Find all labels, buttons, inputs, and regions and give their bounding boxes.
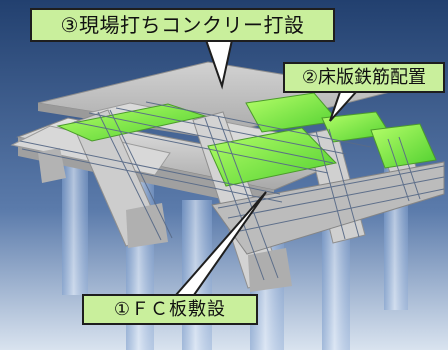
rebar-lines bbox=[19, 101, 445, 281]
label-fc-board-laying: ①ＦＣ板敷設 bbox=[82, 294, 258, 325]
label-cast-in-place-concrete: ③現場打ちコンクリー打設 bbox=[30, 8, 335, 42]
label-slab-rebar-placement: ②床版鉄筋配置 bbox=[283, 62, 445, 93]
callout-pointers bbox=[173, 39, 359, 296]
fc-board-panels bbox=[56, 92, 437, 187]
